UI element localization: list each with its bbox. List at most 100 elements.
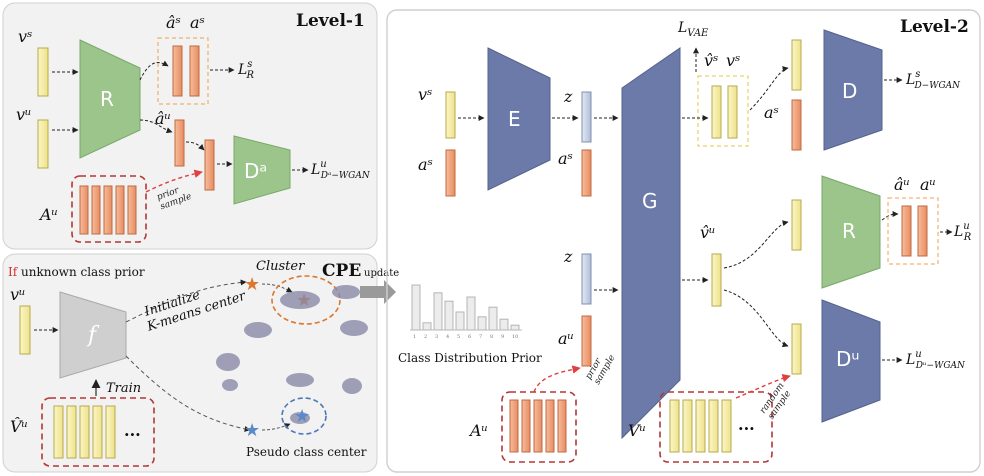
cpe-vu-label: vᵘ <box>10 285 25 304</box>
cluster-ellipse-top <box>271 275 341 325</box>
histogram-tick-label: 5 <box>457 334 460 340</box>
z1-label: z <box>563 87 573 106</box>
a-s-label: aˢ <box>190 13 205 32</box>
as-pair-box <box>157 37 209 105</box>
histogram-bar <box>444 300 454 331</box>
module-D-label: D <box>842 79 857 103</box>
level2-title: Level-2 <box>900 17 969 37</box>
l2-as-label: aˢ <box>418 155 433 174</box>
histogram-bar <box>466 296 476 331</box>
l2-Au-set-box <box>501 391 577 463</box>
vhat-s-bar <box>711 85 722 139</box>
l2-as2-label: aˢ <box>558 149 573 168</box>
histogram-tick-label: 9 <box>501 334 504 340</box>
ahat-s-bar <box>172 45 183 97</box>
l2-au-bar <box>581 315 592 367</box>
l2-Au-label: Aᵘ <box>468 421 488 440</box>
vu-label: vᵘ <box>16 105 31 124</box>
vs-pair-box <box>697 75 749 147</box>
Vhat-u-label: V̂ᵘ <box>10 417 28 436</box>
pseudo-init-star: ★ <box>244 420 260 441</box>
vhat-u-bar <box>711 253 722 307</box>
l2-as2-bar <box>581 149 592 197</box>
l2-as-bar <box>445 149 456 197</box>
z1-bar <box>581 91 592 143</box>
histogram-tick-label: 6 <box>468 334 471 340</box>
module-G-label: G <box>642 189 658 213</box>
cluster-ellipse-bottom <box>281 397 327 435</box>
pseudo-center-label: Pseudo class center <box>246 445 367 459</box>
Vhat-u-ellipsis: ... <box>124 421 141 440</box>
histogram-bar <box>499 318 509 331</box>
discriminator-D-module <box>823 29 883 151</box>
histogram-bar <box>422 322 432 331</box>
class-dist-label: Class Distribution Prior <box>398 351 542 365</box>
histogram-tick-label: 10 <box>512 334 518 340</box>
D-input-as-bar <box>791 99 802 151</box>
da-input-bar <box>204 139 215 191</box>
module-Du-label: Dᵘ <box>836 347 860 371</box>
z2-bar <box>581 253 592 305</box>
a-s-bar <box>189 45 200 97</box>
cluster-init-star: ★ <box>244 274 260 295</box>
unknown-prior-caption: If unknown class prior <box>8 265 145 279</box>
discriminator-Da-module <box>233 135 291 205</box>
feature-extractor-f-module <box>59 291 127 379</box>
histogram-tick-label: 7 <box>479 334 482 340</box>
l2-vs-label: vˢ <box>418 85 432 104</box>
Au-attribute-set-box <box>71 175 147 243</box>
Vu-feature-bars <box>669 399 732 453</box>
l2-au-label: aᵘ <box>558 329 574 348</box>
Vu-label: Vᵘ <box>628 421 646 440</box>
l2-ahat-u-label: âᵘ <box>894 175 910 194</box>
ahat-u-bar <box>174 119 185 167</box>
l2-vs-bar <box>445 91 456 139</box>
histogram-tick-label: 1 <box>413 334 416 340</box>
cpe-title: CPE <box>322 261 361 281</box>
update-label: update <box>364 268 399 279</box>
histogram-bar <box>433 292 443 331</box>
histogram-bar <box>455 311 465 331</box>
level2-panel: Level-2 vˢ aˢ E z aˢ z aᵘ G LVAE v̂ˢ vˢ <box>386 9 981 473</box>
Vu-set-box <box>659 391 773 463</box>
regressor-R-module <box>79 39 141 159</box>
vhat-u-label: v̂ᵘ <box>700 223 715 242</box>
l2-au2-bar <box>917 205 928 257</box>
l2-au2-label: aᵘ <box>920 175 936 194</box>
ahat-u-label: âᵘ <box>155 109 171 128</box>
module-R-label: R <box>100 87 114 111</box>
histogram-tick-label: 8 <box>490 334 493 340</box>
histogram-bar <box>510 324 520 331</box>
histogram-bar <box>411 284 421 331</box>
level1-title: Level-1 <box>296 11 365 31</box>
Au-label: Aᵘ <box>38 205 58 224</box>
module-E-label: E <box>508 107 521 131</box>
l2-Au-attribute-bars <box>509 399 567 453</box>
generator-G-module <box>621 47 681 440</box>
vs2-bar <box>727 85 738 139</box>
module-Da-label: Dᵃ <box>244 159 267 183</box>
vu-feature-bar <box>37 119 49 169</box>
Au-attribute-bars <box>79 185 137 235</box>
train-label: Train <box>106 381 141 396</box>
histogram-bar <box>477 316 487 331</box>
histogram-bar <box>488 306 498 331</box>
Vhat-u-feature-bars <box>53 405 116 459</box>
R-input-bar <box>791 199 802 251</box>
vs-label: vˢ <box>18 27 32 46</box>
pseudo-center-star: ★ <box>294 406 310 427</box>
regressor-R2-module <box>821 175 881 289</box>
l2-as3-label: aˢ <box>764 103 779 122</box>
discriminator-Du-module <box>821 299 881 423</box>
module-R2-label: R <box>842 219 856 243</box>
encoder-E-module <box>487 47 551 191</box>
loss-vae: LVAE <box>677 20 709 39</box>
histogram-tick-label: 2 <box>424 334 427 340</box>
Vhat-u-set-box <box>41 397 155 467</box>
cpe-panel: CPE If unknown class prior vᵘ f Train V̂… <box>2 253 378 473</box>
